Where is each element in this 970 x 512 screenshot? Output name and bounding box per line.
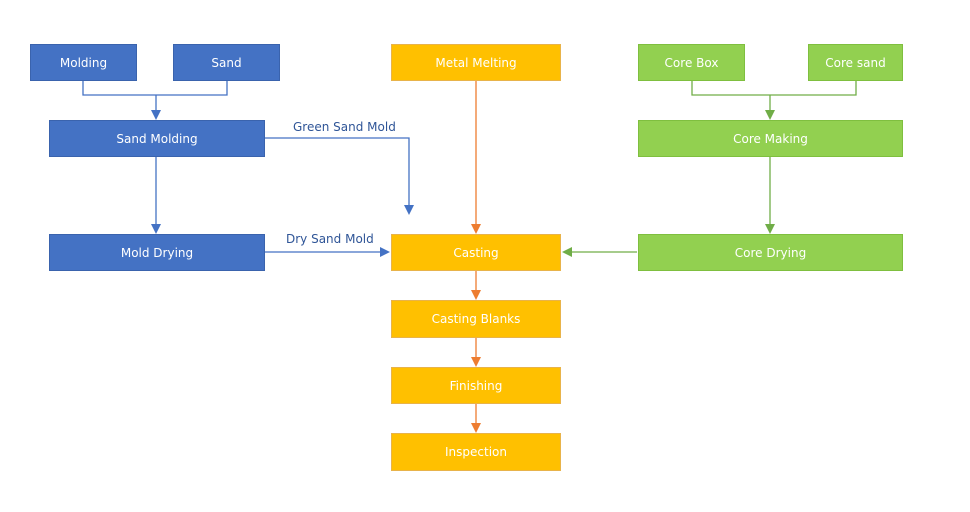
node-core-box: Core Box: [638, 44, 745, 81]
node-mold-drying: Mold Drying: [49, 234, 265, 271]
node-core-making: Core Making: [638, 120, 903, 157]
node-metal-melting: Metal Melting: [391, 44, 561, 81]
edge-core-box-core-sand-merge: [691, 81, 857, 96]
edge-green-sand-mold: [265, 137, 414, 215]
edge-molding-sand-merge: [82, 81, 228, 96]
node-inspection: Inspection: [391, 433, 561, 471]
node-molding: Molding: [30, 44, 137, 81]
node-casting: Casting: [391, 234, 561, 271]
node-finishing: Finishing: [391, 367, 561, 404]
label-dry-sand-mold: Dry Sand Mold: [286, 232, 374, 246]
node-sand: Sand: [173, 44, 280, 81]
node-casting-blanks: Casting Blanks: [391, 300, 561, 338]
node-core-drying: Core Drying: [638, 234, 903, 271]
node-core-sand: Core sand: [808, 44, 903, 81]
label-green-sand-mold: Green Sand Mold: [293, 120, 396, 134]
node-sand-molding: Sand Molding: [49, 120, 265, 157]
